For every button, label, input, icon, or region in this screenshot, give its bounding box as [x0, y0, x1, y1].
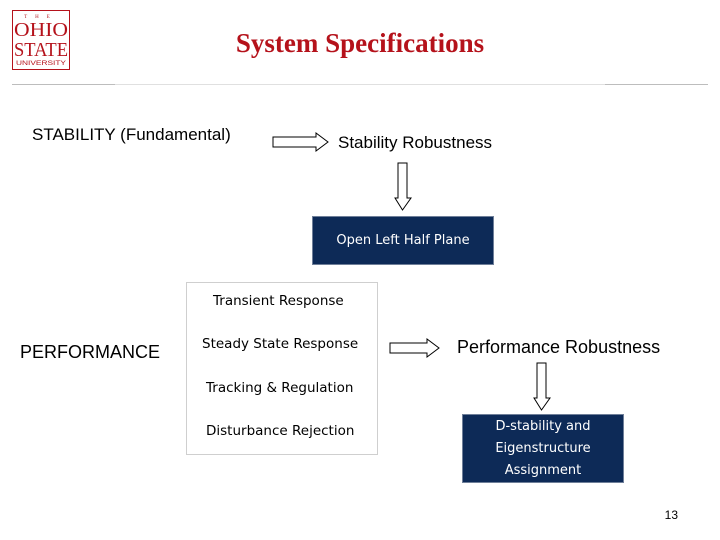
open-left-half-plane-label: Open Left Half Plane [336, 232, 470, 248]
logo-line-2: STATE [14, 39, 68, 61]
ohio-state-logo: THE OHIO STATE UNIVERSITY [12, 10, 70, 70]
perf-item-tracking: Tracking & Regulation [206, 380, 354, 396]
performance-label: PERFORMANCE [20, 342, 161, 362]
logo-line-1: OHIO [14, 19, 68, 41]
page-number: 13 [664, 508, 678, 522]
open-left-half-plane-box: Open Left Half Plane [312, 216, 494, 265]
perf-item-transient: Transient Response [213, 293, 344, 309]
performance-robustness-label: Performance Robustness [457, 337, 661, 357]
stability-fundamental-label: STABILITY (Fundamental) [32, 125, 231, 144]
performance-down-arrow [533, 362, 551, 412]
stability-down-arrow [394, 162, 412, 212]
header-rule-left [12, 84, 115, 85]
perf-item-disturbance: Disturbance Rejection [206, 423, 355, 439]
stability-right-arrow [272, 132, 330, 152]
d-stability-line-1: D-stability and [495, 418, 591, 434]
performance-criteria-box [186, 282, 378, 455]
d-stability-box: D-stability and Eigenstructure Assignmen… [462, 414, 624, 483]
stability-robustness-label: Stability Robustness [338, 133, 493, 152]
logo-graphic: THE OHIO STATE UNIVERSITY [12, 10, 70, 70]
performance-right-arrow [389, 338, 441, 358]
d-stability-line-3: Assignment [504, 462, 582, 478]
perf-item-steady-state: Steady State Response [202, 336, 359, 352]
logo-top-text: THE [24, 15, 58, 20]
d-stability-line-2: Eigenstructure [495, 440, 591, 456]
logo-line-3: UNIVERSITY [16, 61, 66, 67]
header-rule-middle [115, 84, 605, 85]
header-rule-right [605, 84, 708, 85]
page-title: System Specifications [235, 28, 485, 58]
